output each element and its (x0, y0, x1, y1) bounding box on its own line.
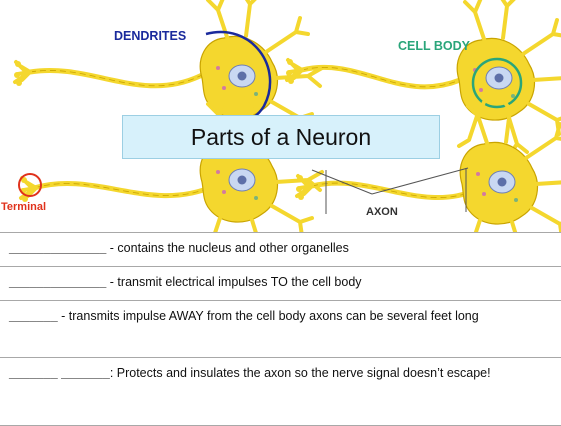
question-text: : Protects and insulates the axon so the… (110, 366, 491, 380)
question-text: - transmits impulse AWAY from the cell b… (58, 309, 479, 323)
questions-area: ______________ - contains the nucleus an… (0, 232, 561, 426)
slide-title: Parts of a Neuron (122, 115, 440, 159)
question-text: - contains the nucleus and other organel… (106, 241, 349, 255)
axon-label: AXON (366, 206, 398, 218)
dendrites-label: DENDRITES (114, 29, 186, 43)
question-3: _______ - transmits impulse AWAY from th… (0, 300, 561, 357)
question-1: ______________ - contains the nucleus an… (0, 232, 561, 266)
answer-blank: _______ _______ (9, 366, 110, 380)
slide-title-text: Parts of a Neuron (191, 124, 371, 151)
answer-blank: ______________ (9, 275, 106, 289)
answer-blank: _______ (9, 309, 58, 323)
question-4: _______ _______: Protects and insulates … (0, 357, 561, 426)
question-text: - transmit electrical impulses TO the ce… (106, 275, 361, 289)
answer-blank: ______________ (9, 241, 106, 255)
question-2: ______________ - transmit electrical imp… (0, 266, 561, 300)
terminal-label: Terminal (1, 201, 46, 213)
cell-body-label: CELL BODY (398, 39, 471, 53)
